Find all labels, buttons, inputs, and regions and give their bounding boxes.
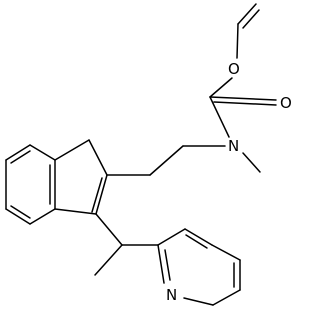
indene-benzene-ring	[5, 144, 56, 225]
benzene-bond-c5-c4-inner	[10, 205, 31, 219]
ethylidene-bridge	[94, 213, 159, 276]
vinyl-group	[236, 3, 260, 59]
vinyl-to-oxygen-bond	[236, 23, 239, 59]
indene-five-membered-ring	[54, 139, 108, 215]
benzene-bond-c4-c3a	[29, 208, 56, 225]
ethyl-linker	[106, 145, 184, 176]
pyridine-bond-c3-c4	[184, 228, 213, 246]
chemical-structure-diagram: O O N N	[5, 3, 292, 306]
ethyl-chain-bond	[149, 145, 184, 176]
nitrogen-to-methyl-bond	[242, 152, 261, 173]
pyridine-bond-n-c2	[157, 244, 165, 284]
pyridine-nitrogen-label: N	[166, 286, 177, 304]
ring-bond-c2-c3-outer	[95, 174, 108, 215]
benzene-bond-c7-c6	[5, 144, 31, 161]
benzene-bond-c7-c6-inner	[10, 150, 31, 164]
ring-bond-c1-c7a	[54, 139, 90, 161]
pyridine-bond-c-ortho-n	[183, 297, 214, 306]
pyridine-bond-c4-c5	[211, 244, 241, 261]
ring-bond-c2-c3-inner	[91, 177, 103, 213]
vinyl-double-bond-inner	[242, 9, 260, 29]
pyridine-bond-n-c2-inner	[164, 249, 171, 281]
ring-bond-c2-c1	[88, 139, 108, 176]
benzene-bond-c5-c4	[5, 208, 31, 225]
benzene-bond-c7a-c7	[29, 144, 56, 161]
ring-bond-c3-c3a	[54, 208, 97, 215]
oxygen-to-carbonyl-bond	[209, 77, 233, 98]
pyridine-bond-c3-c4-inner	[185, 234, 208, 249]
ch-to-methyl-bond	[94, 244, 123, 276]
carbonyl-to-nitrogen-bond	[209, 96, 230, 138]
ester-oxygen-label: O	[228, 60, 240, 78]
vinyl-double-bond-outer	[237, 3, 257, 25]
carbonyl-double-bond-outer	[209, 96, 277, 101]
carbamate-nitrogen-label: N	[228, 137, 239, 155]
pyridine-bond-c6-c-ortho	[212, 289, 241, 306]
carbamate-group	[182, 77, 277, 173]
indene-to-ch-bond	[95, 213, 123, 246]
carbonyl-double-bond-inner	[213, 101, 277, 106]
pyridine-bond-c2-c3	[157, 228, 186, 246]
pyridine-ring	[157, 228, 241, 306]
carbonyl-oxygen-label: O	[280, 94, 292, 112]
